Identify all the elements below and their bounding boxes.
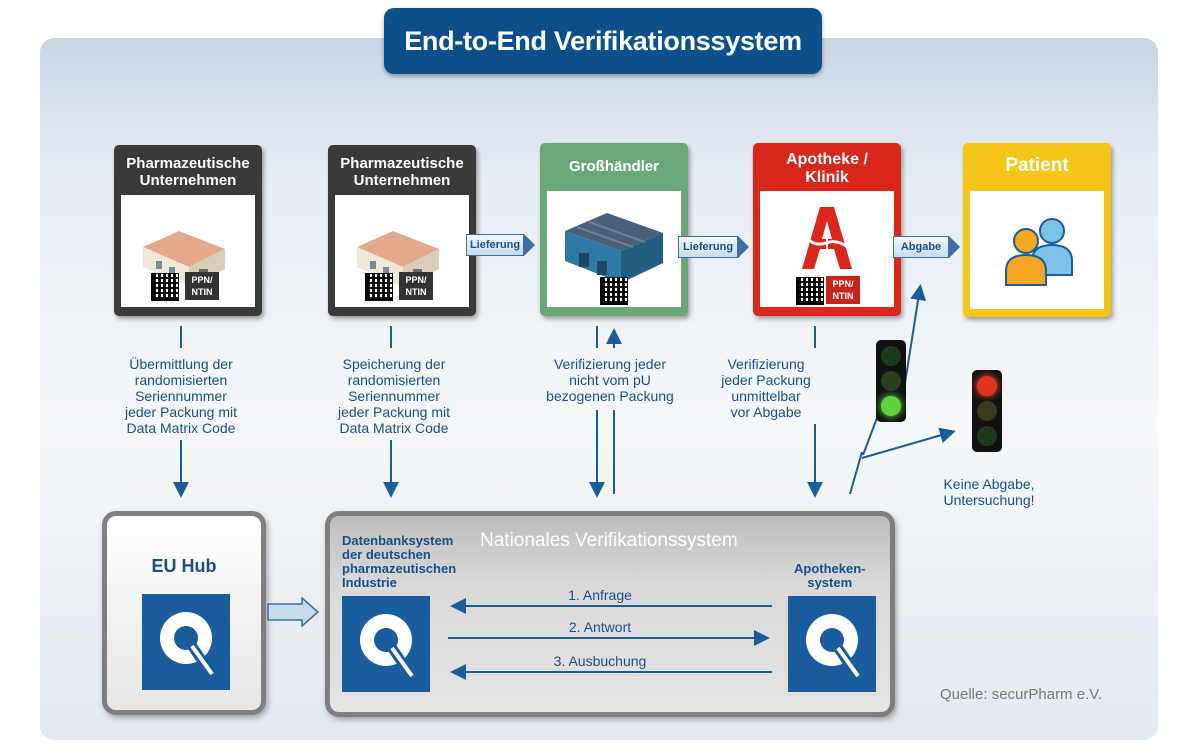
ppn-ntin-badge: PPN/ NTIN (826, 276, 860, 304)
stage-pharmacy: Apotheke / Klinik PPN/ NTIN (753, 143, 901, 316)
data-matrix-code-icon (600, 277, 628, 305)
warehouse-icon (565, 213, 663, 283)
nvs-database-label: Datenbanksystem der deutschen pharmazeut… (342, 533, 457, 590)
stage-manufacturer-1-image: PPN/ NTIN (121, 195, 255, 307)
pharmacy-a-icon (802, 207, 852, 269)
data-matrix-code-icon (796, 277, 824, 305)
stage-manufacturer-2-label: Pharmazeutische Unternehmen (340, 155, 464, 189)
eu-hub-label: EU Hub (151, 556, 217, 576)
note-store: Speicherung der randomisierten Seriennum… (337, 356, 451, 436)
stage-manufacturer-1-label: Pharmazeutische Unternehmen (126, 155, 250, 189)
note-transmit: Übermittlung der randomisierten Seriennu… (124, 356, 238, 436)
nvs-step-arrows (448, 598, 772, 680)
verification-logo-icon (142, 594, 230, 690)
stage-manufacturer-1: Pharmazeutische Unternehmen PPN/ NTIN (114, 145, 262, 316)
patient-icon (1005, 218, 1073, 286)
nvs-title: Nationales Verifikationssystem (480, 530, 738, 551)
delivery-arrow-2: Lieferung (678, 236, 749, 258)
delivery-arrow-1: Lieferung (466, 234, 535, 256)
stage-manufacturer-2: Pharmazeutische Unternehmen PPN/ NTIN (328, 145, 476, 316)
step-request-label: 1. Anfrage (568, 587, 632, 603)
page-title: End-to-End Verifikationssystem (384, 8, 822, 74)
nvs-pharmacy-system-label: Apotheken- system (794, 561, 866, 590)
stage-wholesaler-image (547, 191, 681, 307)
stage-patient-label: Patient (1005, 155, 1069, 176)
verification-logo-icon (342, 596, 430, 692)
stage-patient: Patient (963, 143, 1111, 317)
eu-hub-box: EU Hub (102, 511, 266, 715)
stage-pharmacy-label: Apotheke / Klinik (786, 151, 868, 186)
stage-wholesaler-label: Großhändler (568, 158, 659, 175)
traffic-light-red-icon (972, 370, 1002, 452)
verification-logo-icon (788, 596, 876, 692)
step-checkout-label: 3. Ausbuchung (553, 653, 647, 669)
step-response-label: 2. Antwort (568, 619, 632, 635)
ppn-ntin-badge: PPN/ NTIN (185, 272, 219, 300)
ppn-ntin-badge: PPN/ NTIN (399, 272, 433, 300)
source-credit: Quelle: securPharm e.V. (940, 686, 1103, 703)
national-verification-system-box: Nationales Verifikationssystem Datenbank… (325, 511, 895, 717)
hub-to-nvs-arrow (267, 597, 320, 627)
note-verify-wholesale: Verifizierung jeder nicht vom pU bezogen… (546, 356, 674, 404)
data-matrix-code-icon (365, 273, 393, 301)
note-no-dispense: Keine Abgabe, Untersuchung! (943, 476, 1035, 508)
data-matrix-code-icon (151, 273, 179, 301)
stage-manufacturer-2-image: PPN/ NTIN (335, 195, 469, 307)
traffic-light-green-icon (876, 340, 906, 422)
stage-patient-image (970, 191, 1104, 309)
dispense-arrow: Abgabe (893, 236, 960, 258)
note-verify-pharmacy: Verifizierung jeder Packung unmittelbar … (721, 356, 811, 420)
stage-pharmacy-image: PPN/ NTIN (760, 191, 894, 307)
stage-wholesaler: Großhändler (540, 143, 688, 316)
